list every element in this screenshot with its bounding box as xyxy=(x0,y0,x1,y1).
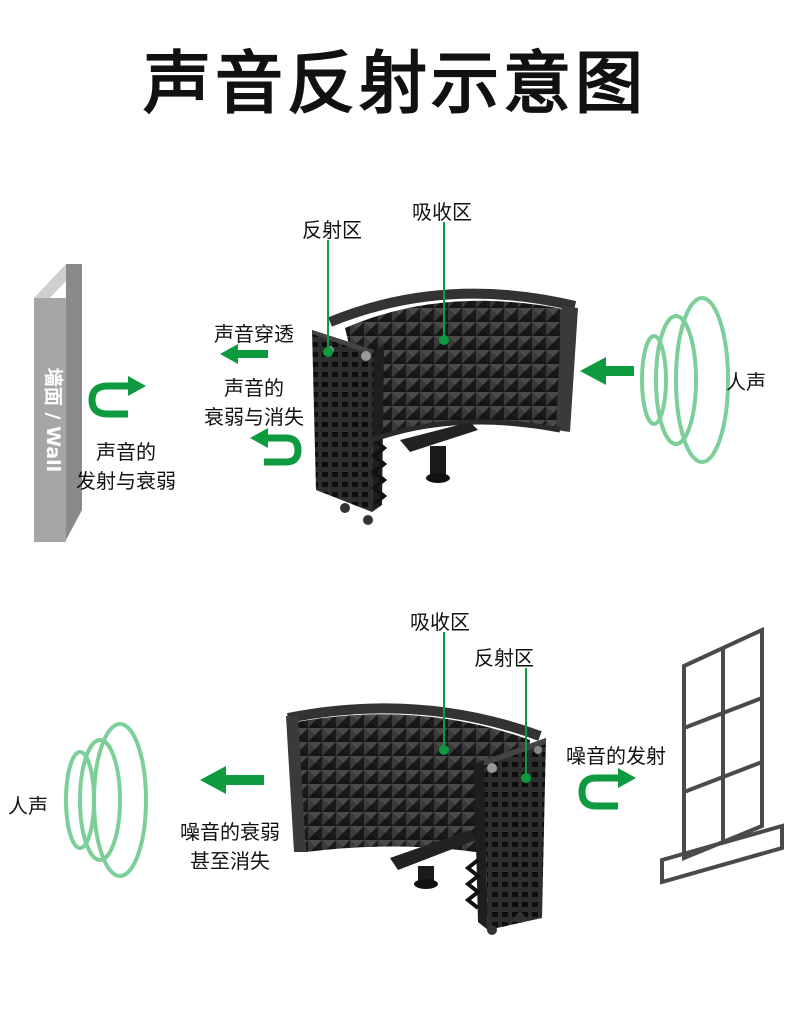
left-arrow-icon xyxy=(580,357,634,385)
window-icon xyxy=(660,626,784,885)
label-reflection-zone: 反射区 xyxy=(302,218,362,242)
label-wall: 墙面 / Wall xyxy=(42,367,64,473)
isolation-shield-icon xyxy=(286,703,546,935)
wall-icon xyxy=(34,264,82,542)
label-absorption-zone: 吸收区 xyxy=(412,200,472,224)
u-turn-arrow-icon xyxy=(578,768,636,810)
sound-wave-icon xyxy=(640,296,730,464)
label-voice-bottom: 人声 xyxy=(8,794,48,818)
isolation-shield-icon xyxy=(312,288,578,525)
u-turn-arrow-icon xyxy=(250,428,302,466)
label-noise-attenuation: 噪音的衰弱 甚至消失 xyxy=(168,816,292,874)
label-noise-attenuation-line1: 噪音的衰弱 xyxy=(180,820,280,844)
label-absorption-zone-bottom: 吸收区 xyxy=(410,610,470,634)
label-wall-reflection-line1: 声音的 xyxy=(96,440,156,464)
sound-wave-icon xyxy=(64,722,148,878)
label-attenuation-line2: 衰弱与消失 xyxy=(204,405,304,429)
left-arrow-icon xyxy=(220,344,268,364)
label-sound-penetration: 声音穿透 xyxy=(214,322,294,346)
left-arrow-icon xyxy=(200,766,264,794)
label-attenuation: 声音的 衰弱与消失 xyxy=(196,372,312,430)
label-noise-reflection: 噪音的发射 xyxy=(566,744,666,768)
u-turn-arrow-icon xyxy=(88,376,146,418)
label-attenuation-line1: 声音的 xyxy=(224,376,284,400)
label-wall-reflection: 声音的 发射与衰弱 xyxy=(66,436,186,494)
label-reflection-zone-bottom: 反射区 xyxy=(474,646,534,670)
label-wall-reflection-line2: 发射与衰弱 xyxy=(76,469,176,493)
label-noise-attenuation-line2: 甚至消失 xyxy=(190,849,270,873)
page-title: 声音反射示意图 xyxy=(142,45,647,124)
label-voice-top: 人声 xyxy=(726,370,766,394)
